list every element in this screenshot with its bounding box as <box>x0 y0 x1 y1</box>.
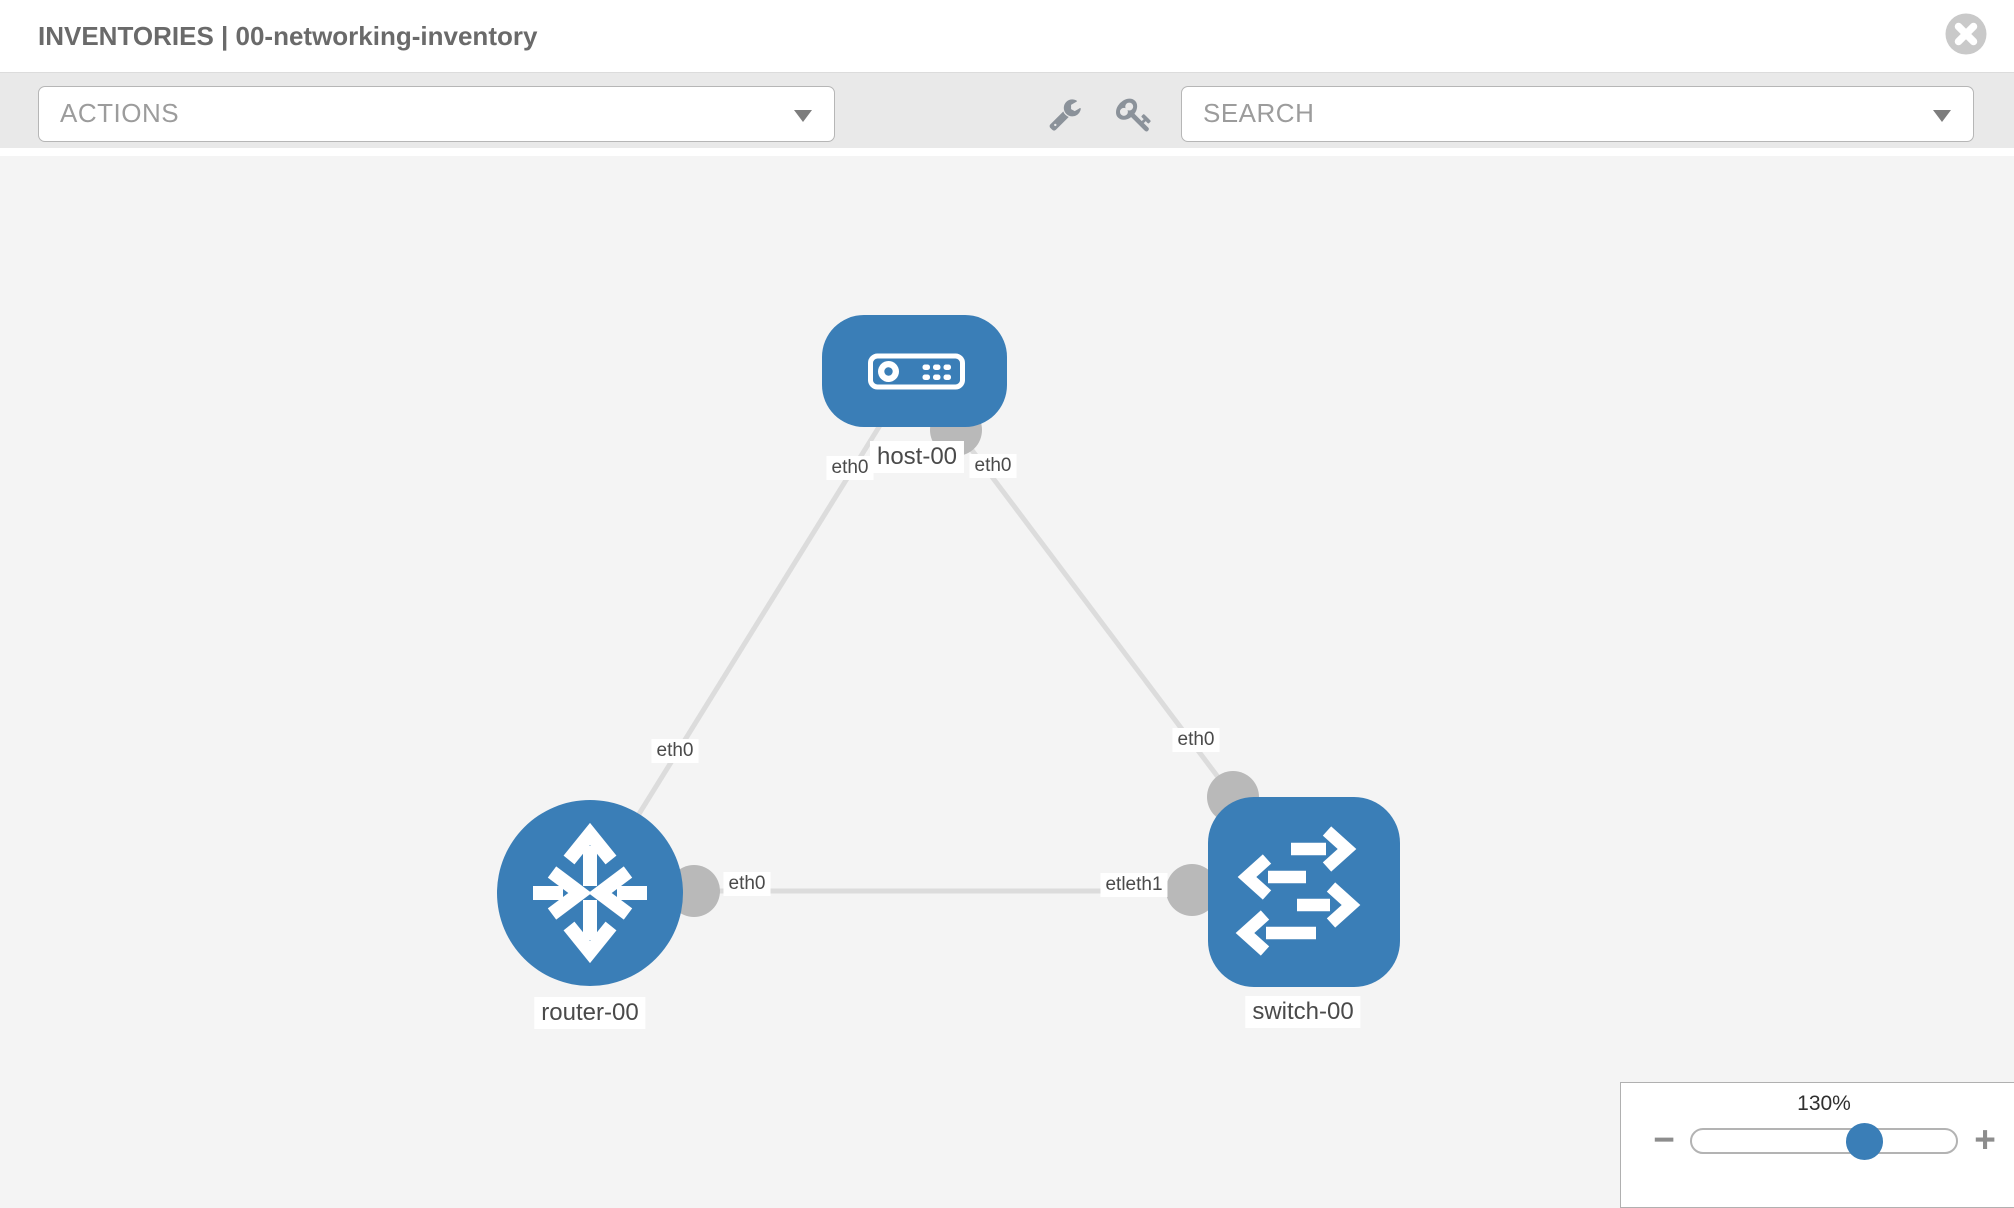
router-icon <box>533 822 647 964</box>
wrench-icon <box>1049 99 1081 131</box>
zoom-in-button[interactable]: + <box>1965 1118 2005 1162</box>
interface-connectors <box>668 404 1259 917</box>
interface-connector-switch-eth1[interactable] <box>1166 864 1218 916</box>
node-router-00[interactable] <box>497 800 683 986</box>
iface-label: eth0 <box>723 872 771 896</box>
search-dropdown-label: SEARCH <box>1203 98 1315 128</box>
header: INVENTORIES | 00-networking-inventory <box>0 0 2014 72</box>
key-icon <box>1116 98 1151 132</box>
chevron-down-icon <box>1933 110 1951 122</box>
iface-label: eth0 <box>826 456 874 480</box>
chevron-down-icon <box>794 110 812 122</box>
actions-dropdown-label: ACTIONS <box>60 98 180 128</box>
tools-button[interactable] <box>1048 97 1082 131</box>
actions-dropdown[interactable]: ACTIONS <box>38 86 835 142</box>
switch-icon <box>1235 826 1361 956</box>
page-title: INVENTORIES | 00-networking-inventory <box>38 21 538 51</box>
iface-label: eth0 <box>969 454 1017 478</box>
iface-label: etleth1 <box>1100 873 1168 897</box>
zoom-slider-thumb[interactable] <box>1846 1123 1883 1160</box>
node-label-switch: switch-00 <box>1245 996 1361 1028</box>
search-dropdown[interactable]: SEARCH <box>1181 86 1974 142</box>
zoom-out-button[interactable]: − <box>1644 1118 1684 1162</box>
close-icon <box>1945 13 1987 55</box>
node-switch-00[interactable] <box>1208 797 1400 987</box>
node-host-00[interactable] <box>822 315 1007 427</box>
iface-label: eth0 <box>1172 728 1220 752</box>
host-icon <box>868 353 965 390</box>
toolbar-canvas-divider <box>0 148 2014 156</box>
zoom-slider-track[interactable] <box>1690 1123 1958 1160</box>
close-button[interactable] <box>1944 12 1988 56</box>
iface-label: eth0 <box>651 739 699 763</box>
node-label-router: router-00 <box>534 997 646 1029</box>
key-button[interactable] <box>1116 96 1153 133</box>
node-label-host: host-00 <box>869 441 965 473</box>
zoom-level: 130% <box>1797 1092 1851 1115</box>
